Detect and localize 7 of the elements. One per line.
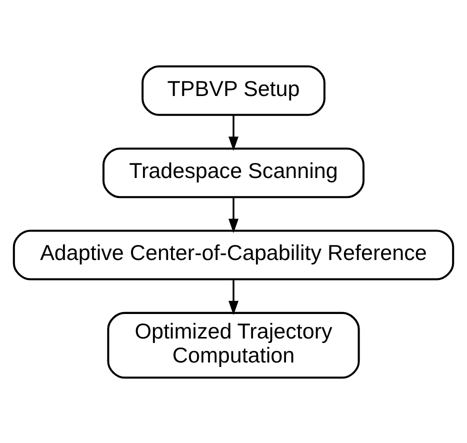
node-box: Optimized Trajectory Computation [107,311,360,378]
arrow [228,114,238,150]
node-box: Adaptive Center-of-Capability Reference [12,229,454,280]
node-box: TPBVP Setup [142,64,326,116]
node-box: Tradespace Scanning [102,147,365,198]
arrow [228,196,238,233]
arrow [228,278,238,315]
